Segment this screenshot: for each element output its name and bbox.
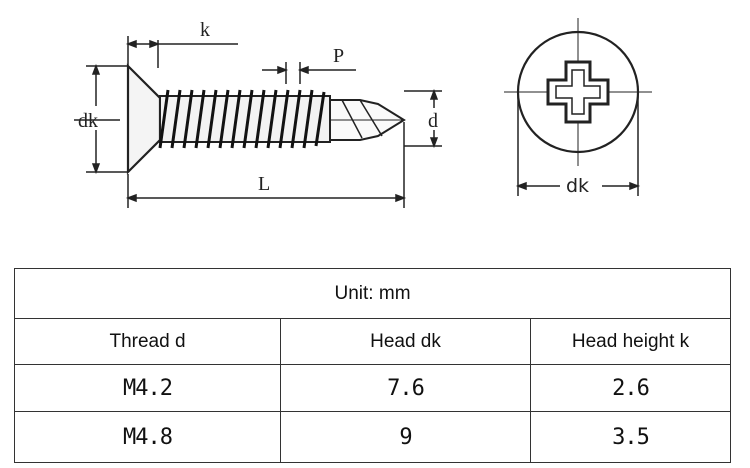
d-label: d xyxy=(428,110,438,132)
header-head-dk: Head dk xyxy=(280,318,531,365)
header-thread: Thread d xyxy=(14,318,281,365)
cell-head-dk: 9 xyxy=(280,411,531,463)
cell-head-dk: 7.6 xyxy=(280,364,531,412)
cell-head-height: 3.5 xyxy=(529,411,732,463)
unit-row: Unit: mm xyxy=(13,268,732,319)
cell-thread: M4.8 xyxy=(14,411,281,463)
pitch-label: P xyxy=(333,45,344,67)
table-row: M4.2 7.6 2.6 xyxy=(14,364,732,412)
header-head-height: Head height k xyxy=(529,318,732,365)
length-label: L xyxy=(258,173,270,195)
cell-thread: M4.2 xyxy=(14,364,281,412)
spec-table: Unit: mm Thread d Head dk Head height k … xyxy=(13,268,732,463)
k-label: k xyxy=(200,19,210,41)
header-row: Thread d Head dk Head height k xyxy=(14,318,732,365)
cell-head-height: 2.6 xyxy=(529,364,732,412)
screw-diagram: k P dk d L dk xyxy=(74,18,652,208)
unit-cell: Unit: mm xyxy=(13,268,732,319)
table-row: M4.8 9 3.5 xyxy=(14,411,732,463)
dk-side-label: dk xyxy=(78,110,98,132)
dk-head-label: dk xyxy=(566,175,589,197)
